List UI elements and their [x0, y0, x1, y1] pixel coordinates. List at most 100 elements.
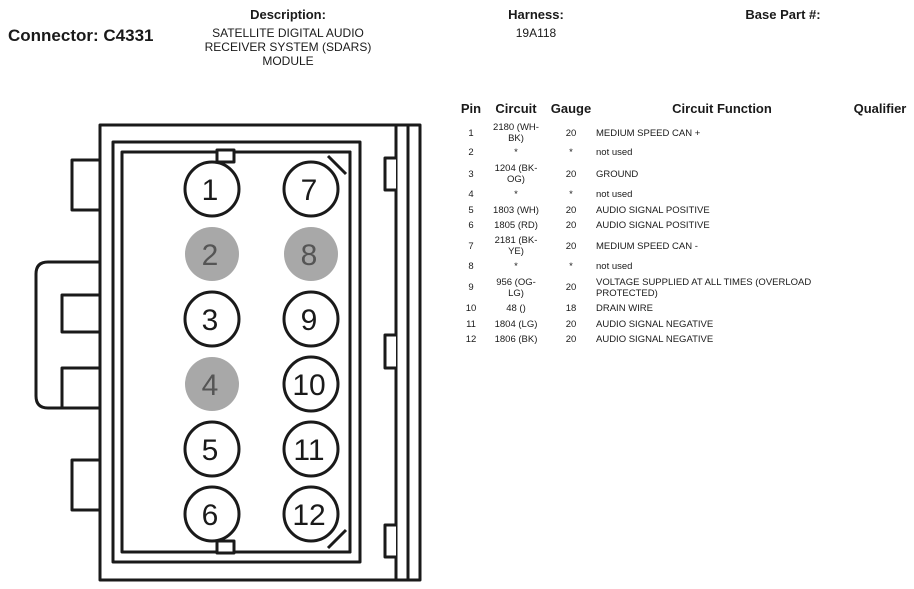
column-header-circuit-function: Circuit Function: [672, 101, 772, 116]
table-row: 1 2180 (WH-BK) 20 MEDIUM SPEED CAN +: [456, 122, 912, 144]
latch-detail: [60, 293, 100, 334]
harness-value: 19A118: [515, 26, 557, 40]
gauge-cell: 18: [565, 303, 577, 314]
table-row: 11 1804 (LG) 20 AUDIO SIGNAL NEGATIVE: [456, 318, 912, 331]
gauge-cell: *: [569, 147, 573, 158]
pin-cavity: [282, 420, 340, 478]
function-cell: DRAIN WIRE: [596, 303, 653, 314]
pin-number-label: 5: [202, 434, 219, 467]
description-line: SATELLITE DIGITAL AUDIO: [212, 26, 364, 40]
function-cell: GROUND: [596, 168, 639, 180]
pin-9: 9: [282, 290, 340, 348]
pin-number-label: 12: [292, 499, 325, 532]
column-header-circuit: Circuit: [495, 101, 537, 116]
pin-8: 8: [284, 227, 338, 281]
housing-tab: [70, 158, 100, 212]
connector-housing: [34, 123, 422, 582]
pin-3: 3: [183, 290, 241, 348]
pin-number-label: 8: [301, 239, 318, 272]
pin-1: 1: [183, 160, 241, 218]
gauge-cell: 20: [565, 282, 577, 293]
pin-cell: 4: [468, 189, 474, 200]
pin-number-label: 10: [292, 369, 325, 402]
pin-cell: 11: [466, 319, 476, 330]
pin-12: 12: [282, 485, 340, 543]
pin-2: 2: [185, 227, 239, 281]
description-line: RECEIVER SYSTEM (SDARS): [204, 40, 372, 54]
pin-cell: 3: [468, 168, 474, 180]
table-row: 6 1805 (RD) 20 AUDIO SIGNAL POSITIVE: [456, 219, 912, 232]
cavity-chamfer: [326, 528, 348, 550]
pin-cavity: [282, 290, 340, 348]
circuit-cell: 1805 (RD): [494, 220, 538, 231]
pin-number-label: 9: [301, 304, 318, 337]
cavity-chamfer: [326, 154, 348, 176]
column-header-gauge: Gauge: [550, 101, 592, 116]
pin-number-label: 3: [202, 304, 219, 337]
pin-cell: 8: [468, 261, 474, 272]
pin-7: 7: [282, 160, 340, 218]
circuit-cell: *: [514, 189, 518, 200]
housing-body: [98, 123, 422, 582]
table-row: 12 1806 (BK) 20 AUDIO SIGNAL NEGATIVE: [456, 333, 912, 346]
pin-cavity: [183, 485, 241, 543]
circuit-cell: 1806 (BK): [494, 334, 538, 345]
gauge-cell: 20: [565, 240, 577, 252]
pin-number-label: 7: [301, 174, 318, 207]
pin-cavity-empty: [284, 227, 338, 281]
pin-5: 5: [183, 420, 241, 478]
table-row: 5 1803 (WH) 20 AUDIO SIGNAL POSITIVE: [456, 204, 912, 217]
circuit-cell: 2180 (WH-BK): [493, 122, 539, 144]
latch-detail: [60, 366, 100, 408]
cavity-chamfer: [322, 150, 352, 180]
gauge-cell: 20: [565, 205, 577, 216]
pin-number-label: 2: [202, 239, 219, 272]
function-cell: not used: [596, 189, 633, 200]
function-cell: AUDIO SIGNAL POSITIVE: [596, 205, 710, 216]
housing-cavity-outer: [111, 140, 362, 564]
housing-notch: [383, 523, 396, 559]
description-label: Description:: [250, 7, 326, 22]
gauge-cell: 20: [565, 319, 577, 330]
pin-cavity: [282, 355, 340, 413]
gauge-cell: *: [569, 261, 573, 272]
housing-tab: [70, 458, 100, 512]
circuit-cell: 1804 (LG): [494, 319, 538, 330]
table-row: 2 * * not used: [456, 146, 912, 159]
column-header-pin: Pin: [460, 101, 482, 116]
housing-notch: [383, 156, 396, 192]
pin-cavity: [282, 160, 340, 218]
pin-6: 6: [183, 485, 241, 543]
pin-4: 4: [185, 357, 239, 411]
table-row: 8 * * not used: [456, 260, 912, 273]
pin-cavity-empty: [185, 357, 239, 411]
table-row: 3 1204 (BK-OG) 20 GROUND: [456, 163, 912, 185]
circuit-cell: 48 (): [506, 303, 526, 314]
gauge-cell: 20: [565, 220, 577, 231]
pin-cavity: [183, 290, 241, 348]
pin-cell: 1: [468, 127, 474, 139]
connector-title: Connector: C4331: [8, 26, 154, 45]
gauge-cell: 20: [565, 127, 577, 139]
housing-key: [215, 148, 236, 164]
column-header-qualifier: Qualifier: [853, 101, 907, 116]
function-cell: MEDIUM SPEED CAN -: [596, 240, 698, 252]
housing-notch: [383, 333, 396, 370]
cavity-chamfer: [322, 524, 352, 554]
gauge-cell: 20: [565, 334, 577, 345]
harness-label: Harness:: [508, 7, 564, 22]
circuit-cell: 956 (OG-LG): [496, 276, 536, 299]
pin-cell: 12: [465, 334, 477, 345]
function-cell: MEDIUM SPEED CAN +: [596, 127, 701, 139]
circuit-cell: 2181 (BK-YE): [494, 235, 538, 257]
circuit-cell: *: [514, 261, 518, 272]
table-row: 4 * * not used: [456, 188, 912, 201]
housing-key: [215, 539, 236, 555]
function-cell: VOLTAGE SUPPLIED AT ALL TIMES (OVERLOAD …: [596, 276, 812, 299]
function-cell: not used: [596, 147, 633, 158]
table-row: 9 956 (OG-LG) 20 VOLTAGE SUPPLIED AT ALL…: [456, 276, 912, 299]
function-cell: AUDIO SIGNAL POSITIVE: [596, 220, 710, 231]
circuit-cell: *: [514, 147, 518, 158]
pin-cell: 10: [465, 303, 477, 314]
pin-cell: 2: [468, 147, 474, 158]
